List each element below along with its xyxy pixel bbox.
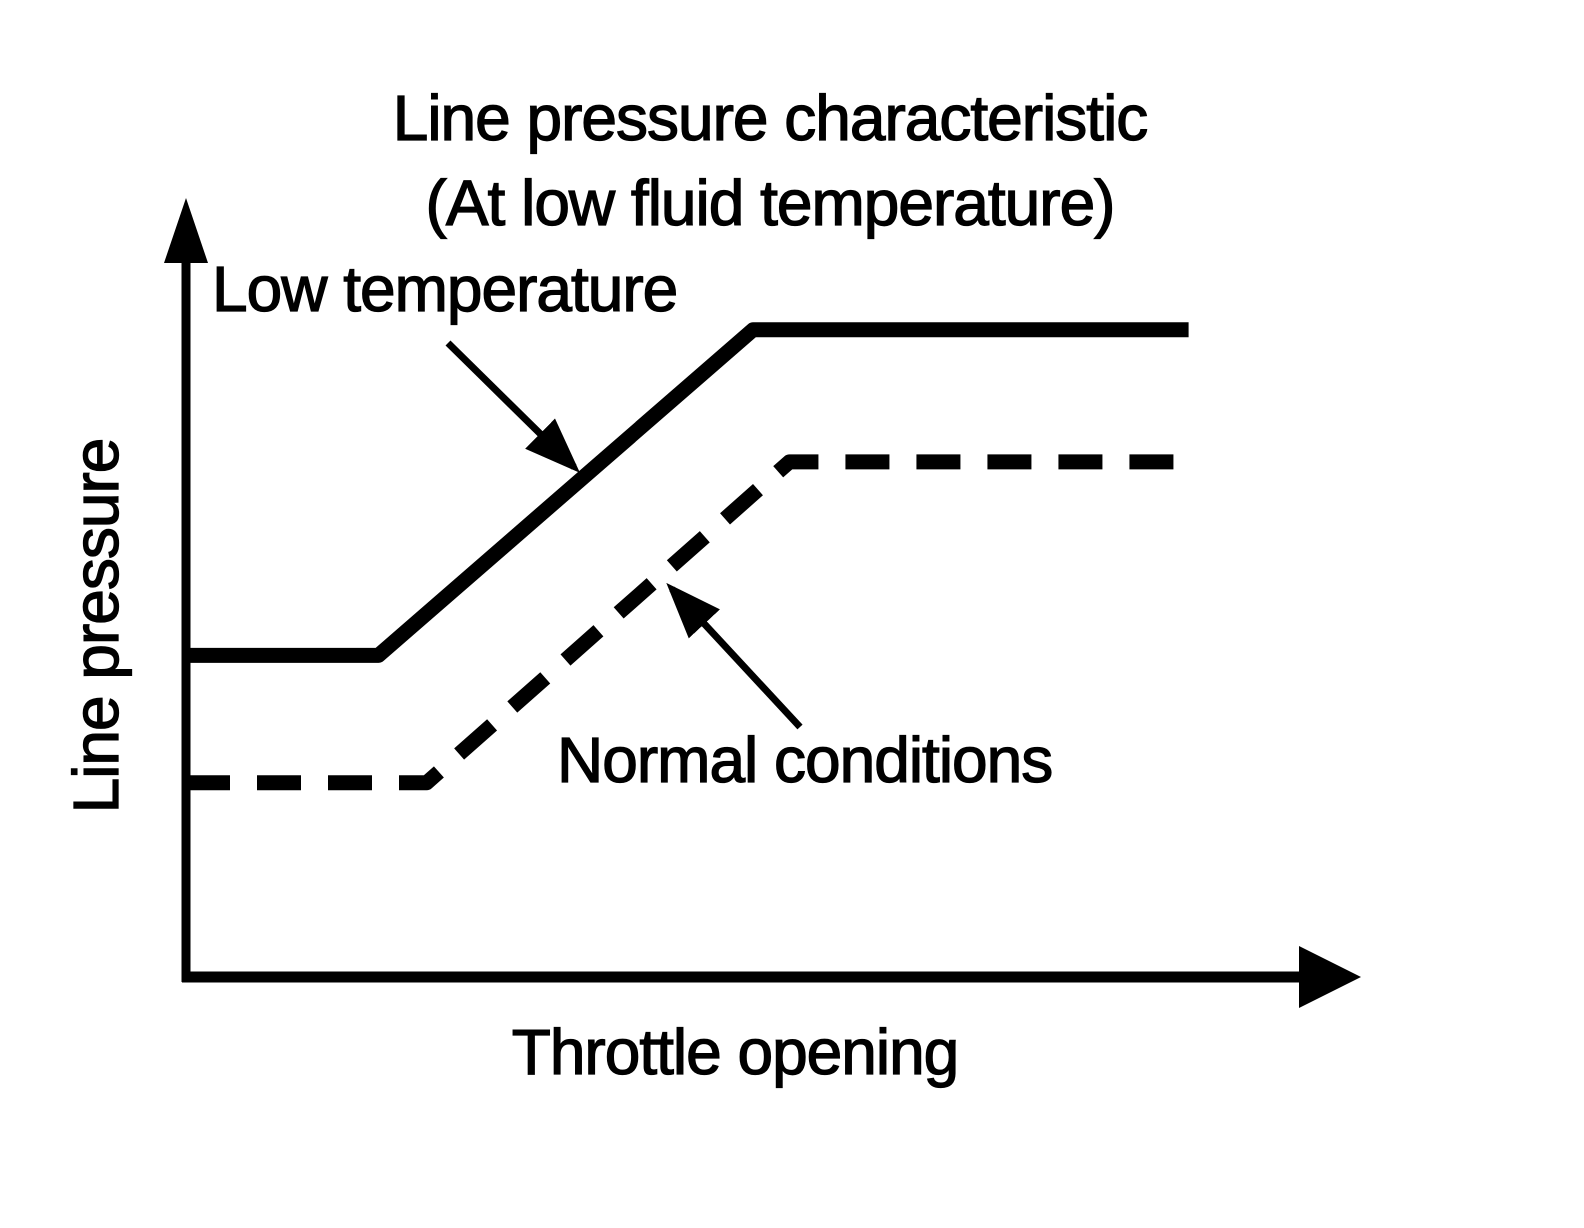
series-label-low-temperature: Low temperature [211, 253, 679, 325]
annotation-arrow-low-temperature [445, 340, 580, 473]
series-label-normal-conditions: Normal conditions [556, 724, 1054, 796]
chart-title-line-1: Line pressure characteristic [392, 81, 1149, 154]
chart-title: Line pressure characteristic (At low flu… [370, 76, 1170, 246]
annotation-group [445, 340, 803, 730]
x-axis-label: Throttle opening [511, 1016, 960, 1088]
y-axis-arrowhead-icon [164, 198, 208, 263]
series-line-low-temperature [186, 322, 1189, 663]
series-line-normal-conditions [186, 454, 1189, 791]
y-axis-label: Line pressure [59, 438, 132, 814]
x-axis-arrowhead-icon [1299, 946, 1361, 1008]
chart-title-line-2: (At low fluid temperature) [425, 166, 1116, 239]
series-group [186, 322, 1189, 791]
annotation-arrow-normal-conditions [666, 582, 803, 730]
